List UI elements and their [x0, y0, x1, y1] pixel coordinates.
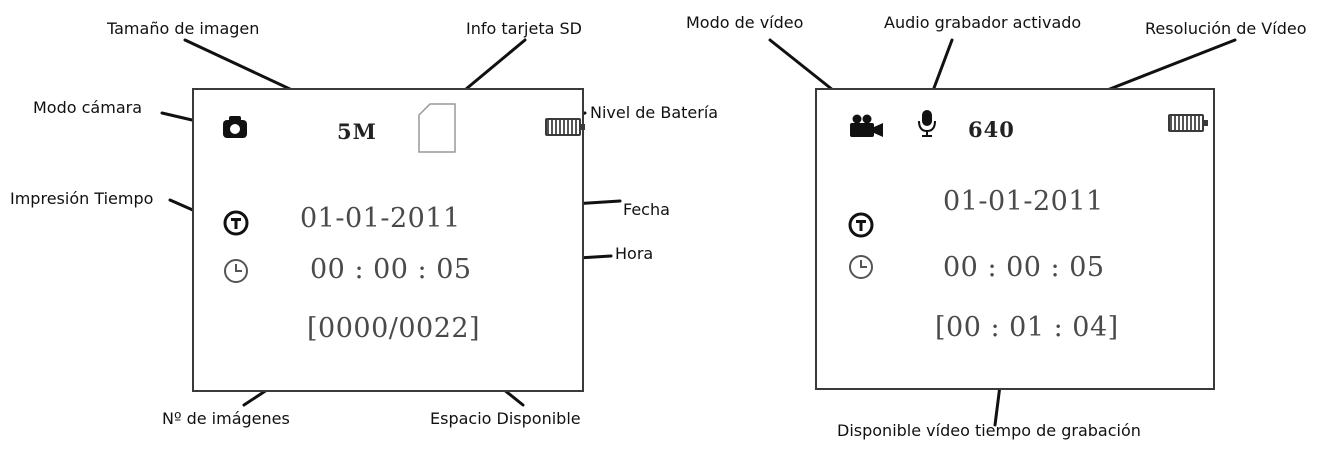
battery-icon [545, 118, 585, 136]
label-date: Fecha [623, 200, 670, 219]
recording-time-value: [00 : 01 : 04] [935, 312, 1119, 343]
battery-icon [1168, 114, 1208, 132]
microphone-icon [918, 110, 936, 137]
label-audio-recorder: Audio grabador activado [884, 13, 1082, 32]
label-battery-level: Nivel de Batería [590, 103, 719, 122]
label-image-size: Tamaño de imagen [107, 19, 260, 38]
label-time: Hora [615, 244, 654, 263]
image-size-value: 5M [337, 119, 377, 144]
clock-icon [849, 255, 873, 279]
video-mode-screen [815, 88, 1215, 390]
date-value: 01-01-2011 [300, 203, 461, 234]
label-recording-time: Disponible vídeo tiempo de grabación [837, 421, 1141, 440]
image-counter-value: [0000/0022] [307, 313, 481, 344]
label-available-space: Espacio Disponible [430, 409, 581, 428]
label-camera-mode: Modo cámara [33, 98, 142, 117]
sd-card-icon [418, 103, 456, 153]
label-video-mode: Modo de vídeo [686, 13, 804, 32]
camera-icon [223, 116, 247, 138]
video-resolution-value: 640 [968, 117, 1015, 142]
photo-mode-screen [192, 88, 584, 392]
timestamp-icon [848, 212, 874, 238]
label-video-resolution: Resolución de Vídeo [1145, 19, 1307, 38]
video-time-value: 00 : 00 : 05 [943, 252, 1105, 283]
time-value: 00 : 00 : 05 [310, 254, 472, 285]
video-date-value: 01-01-2011 [943, 186, 1104, 217]
label-image-count: Nº de imágenes [162, 409, 290, 428]
video-camera-icon [850, 114, 883, 137]
label-timestamp: Impresión Tiempo [10, 189, 154, 208]
label-sd-info: Info tarjeta SD [466, 19, 582, 38]
clock-icon [224, 259, 248, 283]
timestamp-icon [223, 210, 249, 236]
